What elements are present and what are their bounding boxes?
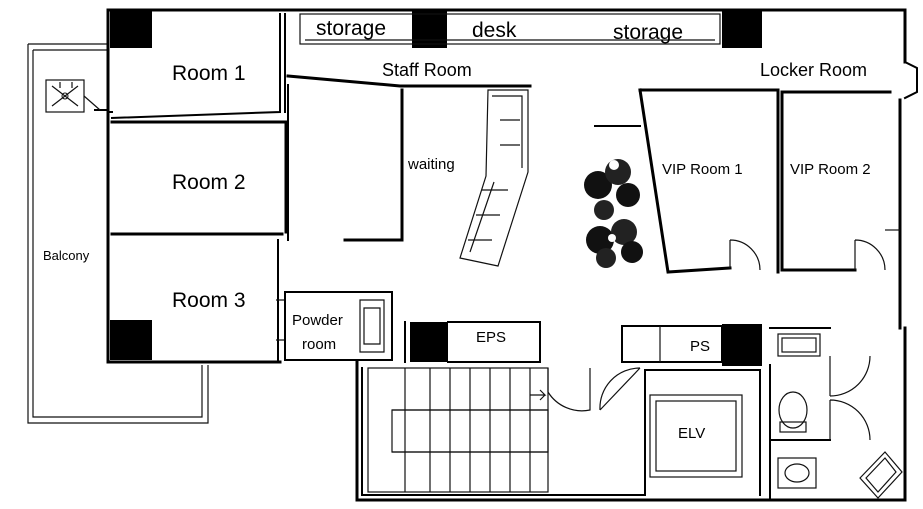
balcony-outline — [27, 43, 209, 424]
outer-walls — [106, 8, 918, 502]
powder-room-walls — [276, 291, 393, 361]
waiting-sofa — [459, 89, 529, 267]
vip-room2-label: VIP Room 2 — [790, 161, 871, 178]
staff-room-walls — [94, 74, 532, 242]
plant-decoration — [584, 159, 643, 268]
vip-room-walls — [594, 88, 900, 274]
room1-label: Room 1 — [172, 62, 246, 85]
eps-label: EPS — [476, 329, 506, 346]
restroom — [769, 333, 903, 501]
ps-label: PS — [690, 338, 710, 355]
waiting-label: waiting — [407, 156, 455, 173]
staff-room-label: Staff Room — [382, 60, 472, 80]
service-band — [404, 321, 831, 412]
storage-left-label: storage — [316, 17, 386, 40]
powder-room-label-line1: Powder — [292, 312, 343, 329]
locker-room-label: Locker Room — [760, 60, 867, 80]
stairwell — [367, 367, 549, 493]
ac-unit-icon — [45, 79, 101, 113]
powder-room-label-line2: room — [302, 336, 336, 353]
vip-room1-label: VIP Room 1 — [662, 161, 743, 178]
room2-label: Room 2 — [172, 171, 246, 194]
storage-desk-strip — [299, 13, 721, 45]
left-room-walls — [107, 13, 288, 363]
desk-label: desk — [472, 19, 517, 42]
elv-label: ELV — [678, 425, 705, 442]
structural-pillars — [110, 10, 762, 366]
storage-right-label: storage — [613, 21, 683, 44]
room3-label: Room 3 — [172, 289, 246, 312]
balcony-label: Balcony — [43, 248, 90, 263]
elevator-shaft — [644, 369, 761, 496]
